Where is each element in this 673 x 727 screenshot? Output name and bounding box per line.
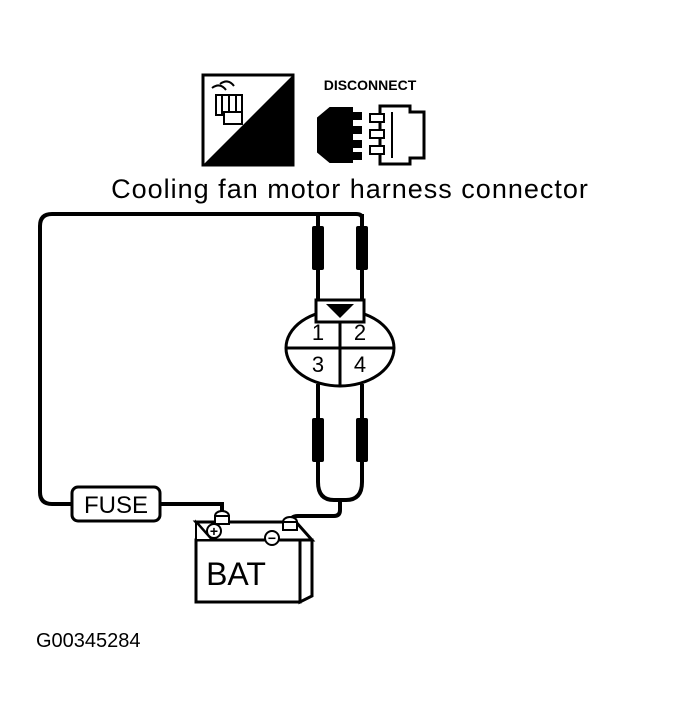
probe-sleeve: [312, 226, 324, 270]
battery: + − BAT: [192, 510, 316, 605]
ts-badge-icon: T.S.: [201, 73, 295, 167]
pin-label-4: 4: [354, 352, 366, 377]
ts-badge-text: T.S.: [247, 143, 276, 162]
disconnect-icon: DISCONNECT: [317, 77, 426, 166]
fuse-label: FUSE: [84, 492, 148, 519]
battery-negative-symbol: −: [268, 530, 276, 546]
wire-pin2-top: [318, 212, 364, 226]
battery-label: BAT: [206, 556, 266, 592]
pin-label-1: 1: [312, 320, 324, 345]
figure-id: G00345284: [36, 630, 141, 652]
battery-positive-symbol: +: [210, 523, 218, 539]
connector-pictogram-icon: [211, 80, 243, 125]
wire-fuse-to-positive: [160, 502, 224, 512]
wire-left-loop: [38, 212, 320, 506]
pin-label-2: 2: [354, 320, 366, 345]
battery-negative-terminal: [282, 516, 298, 531]
pin-label-3: 3: [312, 352, 324, 377]
probe-sleeve: [356, 226, 368, 270]
fuse: FUSE: [70, 485, 162, 523]
probe-sleeves: [312, 226, 368, 462]
battery-positive-terminal: [214, 510, 230, 525]
wire-bottom-loop: [316, 481, 364, 502]
probe-sleeve: [312, 418, 324, 462]
harness-connector: 1 2 3 4: [284, 298, 396, 388]
disconnect-label: DISCONNECT: [324, 77, 417, 93]
connector-lock-arrow-icon: [326, 304, 354, 318]
diagram-title: Cooling fan motor harness connector: [111, 174, 589, 204]
probe-sleeve: [356, 418, 368, 462]
